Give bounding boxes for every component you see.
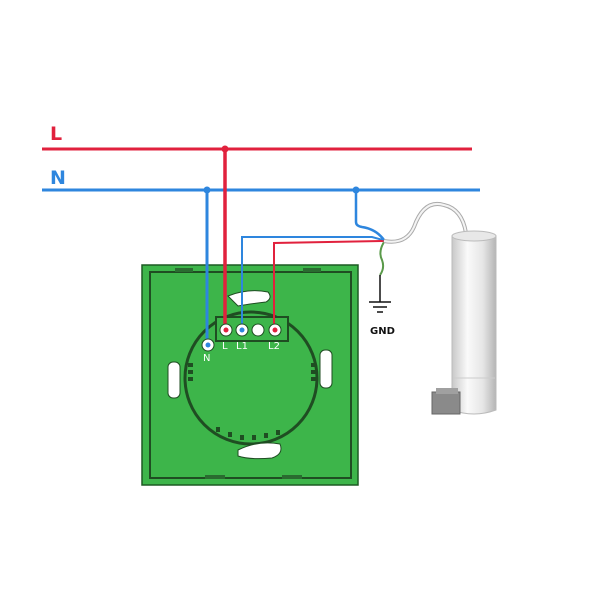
l1-wire bbox=[241, 236, 384, 331]
neutral-junction-motor bbox=[352, 186, 360, 194]
live-line-label: L bbox=[50, 123, 62, 145]
neutral-line-label: N bbox=[50, 167, 66, 189]
terminal-l1-label: L1 bbox=[236, 341, 248, 352]
l2-wire bbox=[273, 240, 385, 331]
terminal-l2-label: L2 bbox=[268, 341, 280, 352]
terminals bbox=[201, 323, 282, 352]
neutral-junction bbox=[203, 186, 211, 194]
switch-panel bbox=[141, 264, 359, 486]
ground-label: GND bbox=[370, 326, 395, 337]
live-junction bbox=[221, 145, 229, 153]
ground-icon bbox=[369, 275, 391, 313]
neutral-wire-to-motor bbox=[354, 190, 386, 241]
ground-wire bbox=[379, 241, 385, 276]
terminal-l-label: L bbox=[222, 341, 228, 352]
terminal-n-label: N bbox=[203, 353, 210, 364]
tubular-motor bbox=[431, 230, 497, 415]
